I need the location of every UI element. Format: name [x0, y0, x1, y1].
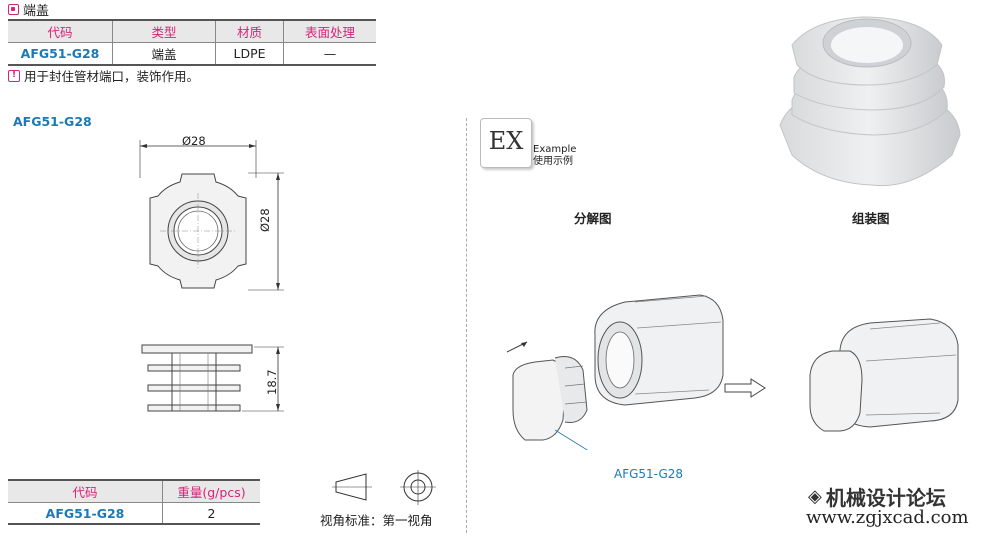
spec-cell-material: LDPE: [215, 42, 284, 65]
weight-table: 代码 重量(g/pcs) AFG51-G28 2: [8, 479, 260, 525]
example-label: Example 使用示例: [533, 144, 576, 168]
section-marker-icon: [8, 4, 19, 15]
section-divider: [466, 118, 467, 533]
end-cap-3d-image: [779, 16, 961, 187]
weight-col-code: 代码: [8, 480, 163, 503]
exploded-view-image: [506, 294, 724, 450]
watermark-url: www.zgjxcad.com: [806, 507, 969, 528]
dim-width: Ø28: [182, 134, 206, 148]
assembled-view-image: [809, 318, 959, 432]
drawing-model-label: AFG51-G28: [13, 114, 92, 129]
example-badge: EX: [480, 118, 532, 168]
table-row: AFG51-G28 端盖 LDPE —: [8, 42, 376, 65]
spec-cell-code: AFG51-G28: [8, 42, 113, 65]
watermark-line1: 机械设计论坛: [825, 486, 946, 510]
assembly-arrow-icon: [724, 378, 766, 398]
table-row: AFG51-G28 2: [8, 502, 260, 524]
side-view-drawing: [141, 344, 284, 412]
spec-col-finish: 表面处理: [283, 20, 376, 43]
part-callout: AFG51-G28: [614, 467, 684, 481]
weight-col-weight: 重量(g/pcs): [162, 480, 260, 503]
exploded-title: 分解图: [574, 211, 612, 226]
section-title: 端盖: [8, 0, 49, 19]
example-label-en: Example: [533, 144, 577, 155]
dim-height: Ø28: [258, 208, 272, 232]
example-label-cn: 使用示例: [533, 156, 573, 167]
weight-cell-value: 2: [162, 502, 260, 524]
example-badge-text: EX: [488, 127, 524, 155]
warning-icon: !: [8, 69, 20, 82]
dim-length: 18.7: [265, 369, 279, 395]
spec-col-code: 代码: [8, 20, 113, 43]
assembled-title: 组装图: [852, 211, 890, 226]
watermark-logo: ◈ 机械设计论坛: [808, 482, 946, 511]
usage-note-text: 用于封住管材端口，装饰作用。: [24, 69, 200, 84]
first-angle-projection-icon: [332, 470, 436, 505]
top-view-drawing: [139, 140, 284, 291]
diamond-logo-icon: ◈: [808, 486, 822, 507]
weight-cell-code: AFG51-G28: [8, 502, 163, 524]
spec-col-type: 类型: [112, 20, 216, 43]
usage-note: ! 用于封住管材端口，装饰作用。: [8, 66, 199, 85]
spec-col-material: 材质: [215, 20, 284, 43]
projection-label: 视角标准：第一视角: [320, 513, 433, 528]
spec-cell-type: 端盖: [112, 42, 216, 65]
section-title-text: 端盖: [23, 4, 50, 19]
spec-cell-finish: —: [283, 42, 376, 65]
spec-table: 代码 类型 材质 表面处理 AFG51-G28 端盖 LDPE —: [8, 19, 376, 66]
